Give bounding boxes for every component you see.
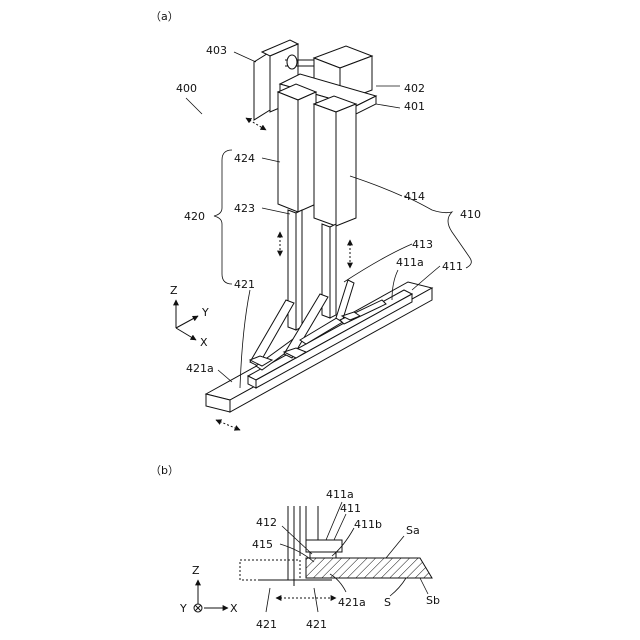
part-414-column: [314, 96, 356, 226]
label-b-Sb: Sb: [426, 594, 440, 607]
label-b-412: 412: [256, 516, 277, 529]
label-423: 423: [234, 202, 255, 215]
label-b-411: 411: [340, 502, 361, 515]
label-b-421-left: 421: [256, 618, 277, 631]
label-413: 413: [412, 238, 433, 251]
axis-a-y: Y: [201, 306, 209, 319]
panel-a-label: （a）: [150, 10, 179, 23]
part-424-column: [278, 84, 316, 212]
label-421: 421: [234, 278, 255, 291]
label-411: 411: [442, 260, 463, 273]
axes-a: Z Y X: [170, 284, 209, 349]
label-424: 424: [234, 152, 255, 165]
label-411a: 411a: [396, 256, 424, 269]
part-b-412: [310, 552, 336, 558]
label-403: 403: [206, 44, 227, 57]
axis-a-x: X: [200, 336, 208, 349]
panel-a: （a）: [150, 10, 481, 430]
label-402: 402: [404, 82, 425, 95]
panel-b-label: （b）: [150, 464, 179, 477]
label-410: 410: [460, 208, 481, 221]
label-b-421-right: 421: [306, 618, 327, 631]
part-b-411: [306, 540, 342, 552]
axis-b-y: Y: [179, 602, 187, 615]
panel-b: （b）: [150, 464, 440, 631]
label-b-415: 415: [252, 538, 273, 551]
label-b-Sa: Sa: [406, 524, 420, 537]
label-414: 414: [404, 190, 425, 203]
axis-b-x: X: [230, 602, 238, 615]
label-b-411a: 411a: [326, 488, 354, 501]
part-b-substrate: [306, 558, 432, 578]
axes-b: Z Y X: [179, 564, 238, 615]
label-b-S: S: [384, 596, 391, 609]
label-b-411b: 411b: [354, 518, 382, 531]
label-400: 400: [176, 82, 197, 95]
axis-b-z: Z: [192, 564, 200, 577]
label-b-421a: 421a: [338, 596, 366, 609]
label-401: 401: [404, 100, 425, 113]
label-421a: 421a: [186, 362, 214, 375]
bracket-420: [214, 150, 232, 284]
label-420: 420: [184, 210, 205, 223]
axis-a-z: Z: [170, 284, 178, 297]
